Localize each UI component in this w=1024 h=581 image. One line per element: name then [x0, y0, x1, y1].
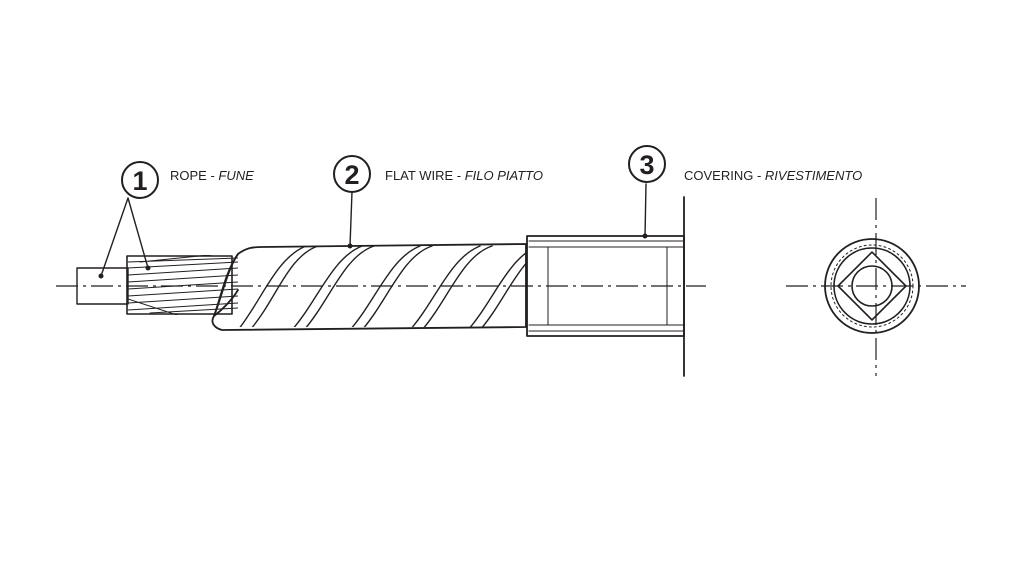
cross-section [786, 198, 966, 376]
flat-wire-wrap [211, 243, 527, 331]
callout-3: 3 COVERING - RIVESTIMENTO [628, 145, 862, 183]
callout-3-circle [628, 145, 666, 183]
rope-core [76, 267, 129, 305]
leader-lines [98, 183, 648, 279]
callout-1: 1 ROPE - FUNE [121, 161, 254, 199]
callout-2-label-italic: FILO PIATTO [465, 168, 543, 183]
callout-2-number: 2 [344, 160, 359, 190]
stranded-rope [126, 255, 238, 315]
covering [526, 196, 685, 377]
callout-2-label-text: FLAT WIRE - [385, 168, 465, 183]
callout-1-label-text: ROPE - [170, 168, 218, 183]
callout-2: 2 FLAT WIRE - FILO PIATTO [333, 155, 543, 193]
callout-2-label: FLAT WIRE - FILO PIATTO [385, 168, 543, 183]
callout-2-circle [333, 155, 371, 193]
callout-1-label: ROPE - FUNE [170, 168, 254, 183]
callout-3-label-italic: RIVESTIMENTO [765, 168, 862, 183]
callout-1-circle [121, 161, 159, 199]
callout-3-label: COVERING - RIVESTIMENTO [684, 168, 862, 183]
flat-wire-turns [237, 245, 526, 327]
callout-1-label-italic: FUNE [218, 168, 254, 183]
callout-3-number: 3 [639, 150, 654, 180]
rope-strands [128, 255, 238, 315]
callout-3-label-text: COVERING - [684, 168, 765, 183]
callout-1-number: 1 [132, 166, 147, 196]
